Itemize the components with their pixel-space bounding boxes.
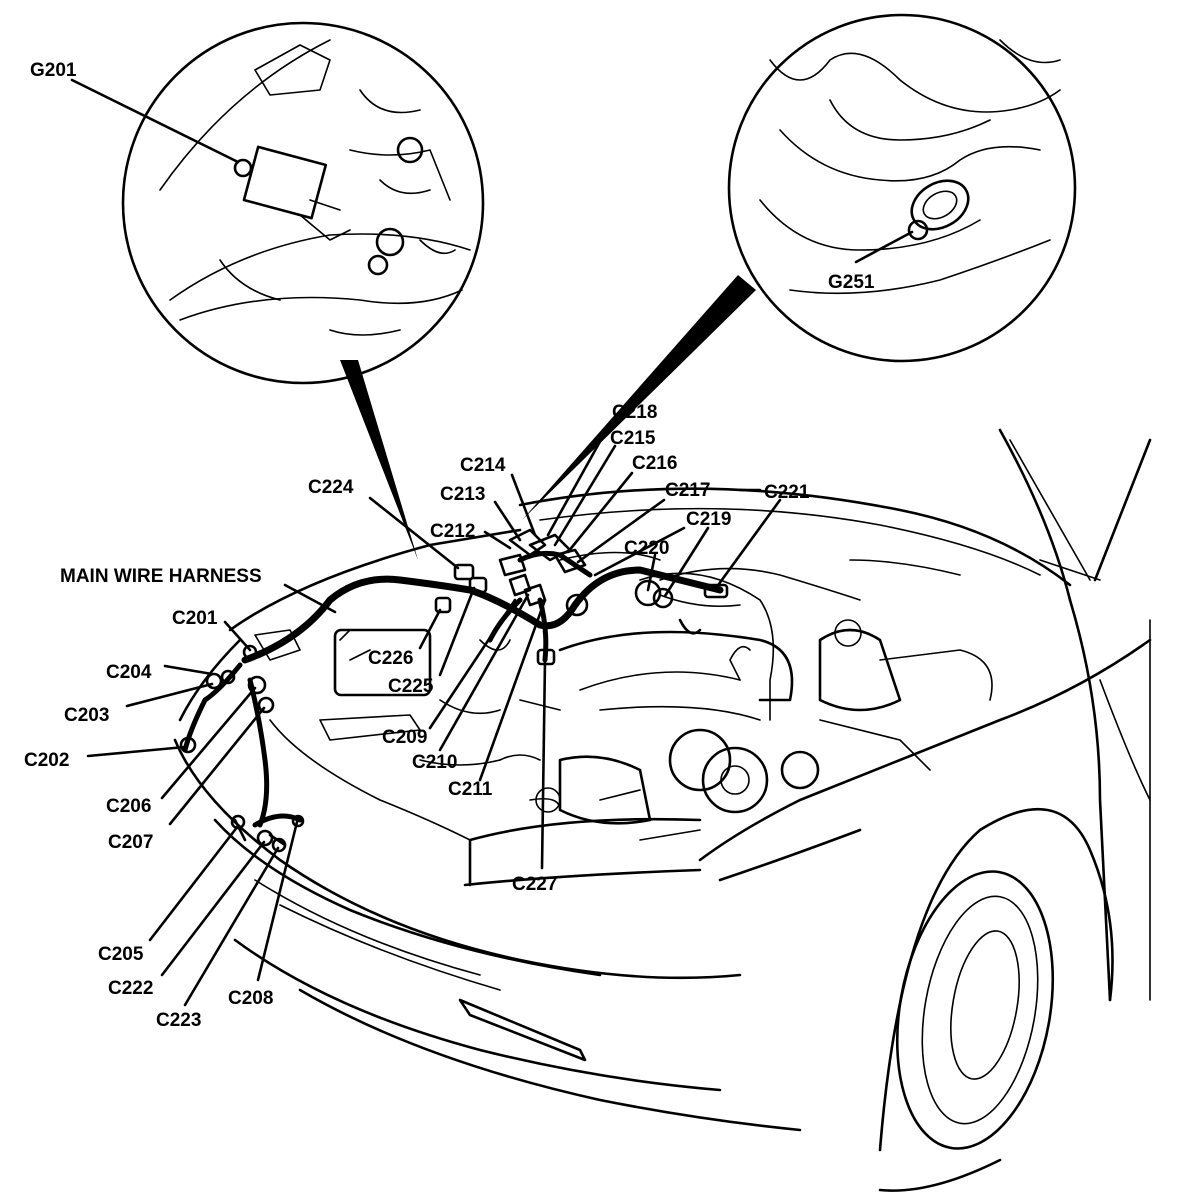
- label-c202: C202: [24, 750, 69, 771]
- label-c219: C219: [686, 509, 731, 530]
- label-c210: C210: [412, 752, 457, 773]
- main-wire-harness-drawing: [179, 528, 775, 853]
- label-g251: G251: [828, 272, 875, 293]
- label-main-wire-harness: MAIN WIRE HARNESS: [60, 566, 262, 587]
- label-c218: C218: [612, 402, 657, 423]
- label-c212: C212: [430, 521, 475, 542]
- inset-g251: [727, 13, 1077, 363]
- label-c221: C221: [764, 482, 810, 503]
- label-c223: C223: [156, 1010, 201, 1031]
- label-c206: C206: [106, 796, 151, 817]
- labels: G201 G251 MAIN WIRE HARNESS C201 C202 C2…: [24, 60, 875, 1031]
- label-c220: C220: [624, 538, 669, 559]
- leader-lines: [70, 78, 914, 1007]
- label-c204: C204: [106, 662, 152, 683]
- inset-pointer-right: [522, 275, 756, 520]
- label-c201: C201: [172, 608, 218, 629]
- label-c224: C224: [308, 477, 354, 498]
- label-c211: C211: [448, 779, 493, 800]
- label-c214: C214: [460, 455, 506, 476]
- label-c227: C227: [512, 874, 557, 895]
- label-c222: C222: [108, 978, 153, 999]
- label-g201: G201: [30, 60, 77, 81]
- label-c203: C203: [64, 705, 109, 726]
- label-c213: C213: [440, 484, 485, 505]
- label-c217: C217: [665, 480, 710, 501]
- label-c205: C205: [98, 944, 144, 965]
- car-body: [173, 428, 1152, 1192]
- label-c216: C216: [632, 453, 677, 474]
- label-c226: C226: [368, 648, 413, 669]
- inset-pointer-left: [340, 360, 418, 560]
- label-c208: C208: [228, 988, 273, 1009]
- label-c209: C209: [382, 727, 427, 748]
- engine-bay: [254, 551, 993, 841]
- label-c225: C225: [388, 676, 434, 697]
- label-c207: C207: [108, 832, 153, 853]
- inset-g201: [121, 21, 485, 385]
- label-c215: C215: [610, 428, 656, 449]
